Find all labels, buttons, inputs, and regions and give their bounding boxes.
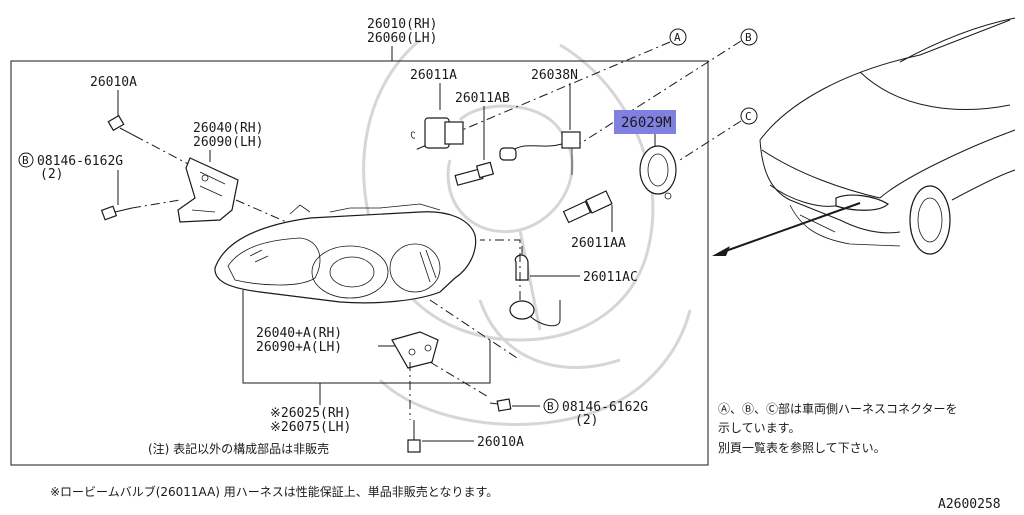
label-bolt2-qty: (2) <box>575 413 598 428</box>
label-bulb-hb: 26011A <box>410 68 457 83</box>
headlamp-housing <box>214 203 477 304</box>
bolt-left-icon <box>100 205 133 221</box>
label-bolt-bottom: 26010A <box>477 435 524 450</box>
label-lens-rh: ※26025(RH) <box>270 406 351 421</box>
bracket-lower-dash-2 <box>429 361 491 399</box>
label-bracket-rh: 26040(RH) <box>193 121 263 136</box>
label-bolt-spec: 08146-6162G <box>37 154 123 169</box>
cover-highlight <box>614 110 676 134</box>
bulb-hb-icon <box>410 117 464 149</box>
bolt2-spec-mark: B <box>543 398 559 414</box>
assembly-frame <box>10 60 709 466</box>
label-harness: 26038N <box>531 68 578 83</box>
bulb-hb-socket-icon <box>454 161 495 186</box>
lens-bracket-line <box>242 290 491 384</box>
bulb-side-icon <box>514 246 529 281</box>
bolt-left-dash <box>131 199 181 209</box>
footer-note: ※ロービームバルブ(26011AA) 用ハーネスは性能保証上、単品非販売となりま… <box>50 484 498 499</box>
label-bulb-lo: 26011AA <box>571 236 626 251</box>
bulb-lo-icon <box>562 190 613 224</box>
label-cover: 26029M <box>621 115 672 131</box>
connector-note-1: Ⓐ、Ⓑ、Ⓒ部は車両側ハーネスコネクターを <box>718 401 958 416</box>
assembly-part-lh: 26060(LH) <box>367 31 437 46</box>
callout-b: B <box>740 28 758 46</box>
label-bolt-qty: (2) <box>40 167 63 182</box>
svg-text:B: B <box>22 154 29 167</box>
callout-b-line <box>569 40 742 151</box>
label-bracket-a-rh: 26040+A(RH) <box>256 326 342 341</box>
bolt-right-icon <box>489 398 512 412</box>
svg-text:B: B <box>547 400 554 413</box>
callout-c: C <box>740 107 758 125</box>
car-illustration <box>759 17 1016 255</box>
cover-icon <box>639 145 677 200</box>
bracket-upper-icon <box>177 157 239 223</box>
svg-text:C: C <box>745 110 752 123</box>
side-socket-icon <box>509 300 561 327</box>
svg-text:A: A <box>674 31 681 44</box>
bolt-top-dash <box>134 135 191 166</box>
label-bolt2-spec: 08146-6162G <box>562 400 648 415</box>
note-non-sale: (注) 表記以外の構成部品は非販売 <box>148 441 329 456</box>
callout-c-line <box>679 120 742 161</box>
label-bracket-a-lh: 26090+A(LH) <box>256 340 342 355</box>
bolt-spec-mark: B <box>18 152 34 168</box>
car-pointer-line <box>719 202 861 254</box>
label-bulb-hb-socket: 26011AB <box>455 91 510 106</box>
guide-dash-1 <box>480 239 521 300</box>
connector-note-2: 示しています。 <box>718 421 800 435</box>
label-bracket-lh: 26090(LH) <box>193 135 263 150</box>
diagram-code: A2600258 <box>938 497 1001 511</box>
callout-a: A <box>669 28 687 46</box>
bracket-lower-icon <box>391 331 439 369</box>
label-bolt-top: 26010A <box>90 75 137 90</box>
bolt-bottom-icon <box>407 420 421 453</box>
bolt-top-icon <box>107 114 136 137</box>
svg-text:B: B <box>745 31 752 44</box>
label-lens-lh: ※26075(LH) <box>270 420 351 435</box>
car-pointer-arrow <box>712 246 730 256</box>
guide-dash-2 <box>429 299 521 361</box>
connector-note-3: 別頁一覧表を参照して下さい。 <box>718 440 886 455</box>
assembly-part-rh: 26010(RH) <box>367 17 437 32</box>
harness-icon <box>499 131 581 175</box>
label-bulb-side: 26011AC <box>583 270 638 285</box>
